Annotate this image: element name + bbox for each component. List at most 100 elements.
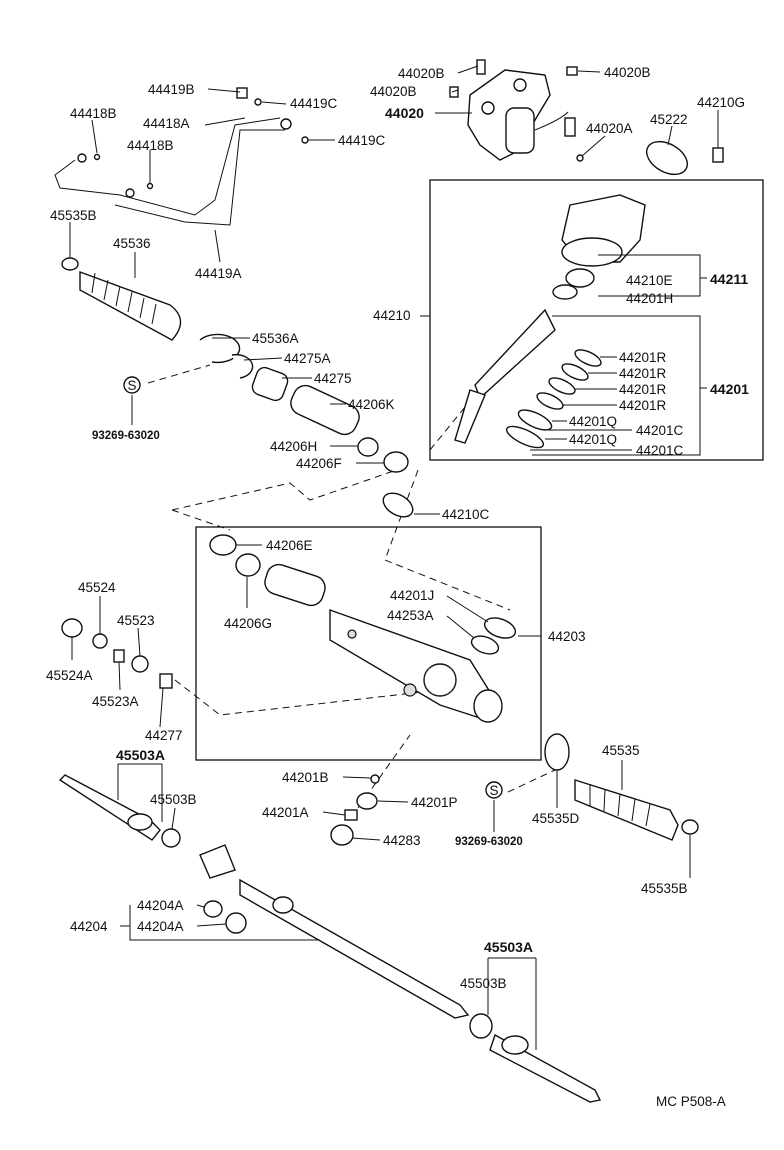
label-45535D: 45535D — [532, 811, 580, 826]
part-labels: 44020B 44020B 44020B 44020 44020A 45222 … — [46, 65, 749, 991]
leader-lines — [69, 65, 719, 1050]
label-45536A: 45536A — [252, 331, 299, 346]
seal-rings-44201R-parts — [505, 349, 602, 449]
label-44210: 44210 — [373, 308, 411, 323]
label-45503A-a: 45503A — [116, 747, 165, 763]
label-44020B-a: 44020B — [398, 66, 445, 81]
label-44201: 44201 — [710, 381, 749, 397]
seal-44204A-b-part — [225, 912, 247, 934]
label-44201P: 44201P — [411, 795, 458, 810]
spring-45523A-part — [113, 649, 125, 663]
label-44201B: 44201B — [282, 770, 329, 785]
seal-44201J-part — [483, 617, 517, 639]
tube-44206-part — [264, 563, 326, 607]
label-45523A: 45523A — [92, 694, 139, 709]
label-45535: 45535 — [602, 743, 640, 758]
gear-housing-44203-part — [329, 609, 503, 723]
label-44201A: 44201A — [262, 805, 309, 820]
label-44020B-b: 44020B — [370, 84, 417, 99]
label-44201C-1: 44201C — [636, 423, 684, 438]
diagram-code: MC P508-A — [656, 1094, 726, 1109]
label-44206F: 44206F — [296, 456, 342, 471]
label-44204: 44204 — [70, 919, 108, 934]
boot-45535-part — [574, 779, 699, 841]
label-44201R-3: 44201R — [619, 382, 667, 397]
pressure-tubes-part — [54, 87, 309, 226]
label-44210C: 44210C — [442, 507, 490, 522]
control-valve-44020-part — [467, 69, 576, 161]
label-44020: 44020 — [385, 105, 424, 121]
label-44418B-a: 44418B — [70, 106, 117, 121]
nut-44201A-part — [344, 809, 358, 821]
label-45535B-b: 45535B — [641, 881, 688, 896]
bearing-44201P-part — [356, 792, 378, 810]
guide-45523-part — [131, 655, 149, 673]
washer-45503B-right-part — [469, 1013, 493, 1039]
label-93269-63020-a: 93269-63020 — [92, 430, 160, 442]
o-ring-44210C-part — [382, 492, 414, 518]
label-44201Q-2: 44201Q — [569, 432, 617, 447]
seal-44206E-part — [209, 534, 237, 556]
label-44206E: 44206E — [266, 538, 313, 553]
seal-44204A-a-part — [203, 900, 223, 918]
clamp-45535D-part — [544, 733, 570, 771]
seal-44206F-part — [383, 451, 409, 473]
bushing-45524A-part — [61, 618, 83, 638]
label-44201R-1: 44201R — [619, 350, 667, 365]
boot-45536-part — [61, 257, 182, 341]
label-44419A: 44419A — [195, 266, 242, 281]
nut-44277-part — [159, 673, 173, 689]
label-44419C-a: 44419C — [290, 96, 338, 111]
label-44203: 44203 — [548, 629, 586, 644]
label-44211: 44211 — [710, 271, 748, 287]
label-44206G: 44206G — [224, 616, 272, 631]
label-45503B-b: 45503B — [460, 976, 507, 991]
label-44201Q-1: 44201Q — [569, 414, 617, 429]
label-44204A-a: 44204A — [137, 898, 184, 913]
washer-45503B-left-part — [161, 828, 181, 848]
label-45535B-a: 45535B — [50, 208, 97, 223]
label-44253A: 44253A — [387, 608, 434, 623]
label-44419C-b: 44419C — [338, 133, 386, 148]
s-mark-right: S — [490, 783, 499, 798]
label-44418B-b: 44418B — [127, 138, 174, 153]
bolt-44210G-part — [712, 147, 724, 163]
label-44419B: 44419B — [148, 82, 195, 97]
cap-44283-part — [330, 824, 354, 846]
label-44210G: 44210G — [697, 95, 745, 110]
rack-44204-part — [199, 844, 470, 1019]
cylinder-tube-44206K-part — [290, 384, 360, 436]
label-44201C-2: 44201C — [636, 443, 684, 458]
label-44283: 44283 — [383, 833, 421, 848]
s-mark-left: S — [128, 378, 137, 393]
bolt-44020A-part — [576, 154, 584, 162]
control-valve-assembly-box — [429, 179, 764, 461]
snap-ring-44275A-part — [231, 353, 254, 379]
label-93269-63020-b: 93269-63020 — [455, 836, 523, 848]
gear-housing-assembly-box — [195, 526, 542, 761]
label-44020A: 44020A — [586, 121, 633, 136]
label-44020B-c: 44020B — [604, 65, 651, 80]
label-44206K: 44206K — [348, 397, 395, 412]
dashed-guide-lines — [147, 314, 556, 809]
seal-44206G-part — [235, 553, 261, 577]
label-44210E: 44210E — [626, 273, 673, 288]
tie-rod-45503A-left-part — [58, 774, 161, 841]
label-44277: 44277 — [145, 728, 183, 743]
label-44201H: 44201H — [626, 291, 673, 306]
label-45523: 45523 — [117, 613, 155, 628]
bolt-44020B-parts — [449, 59, 578, 98]
label-45503A-b: 45503A — [484, 939, 533, 955]
label-45524: 45524 — [78, 580, 116, 595]
label-44275: 44275 — [314, 371, 352, 386]
label-45503B-a: 45503B — [150, 792, 197, 807]
bushing-44275-part — [251, 366, 289, 402]
label-45222: 45222 — [650, 112, 688, 127]
label-44201R-2: 44201R — [619, 366, 667, 381]
ring-44201B-part — [370, 774, 380, 784]
label-44206H: 44206H — [270, 439, 317, 454]
label-44204A-b: 44204A — [137, 919, 184, 934]
label-44418A: 44418A — [143, 116, 190, 131]
tie-rod-45503A-right-part — [489, 1033, 602, 1103]
